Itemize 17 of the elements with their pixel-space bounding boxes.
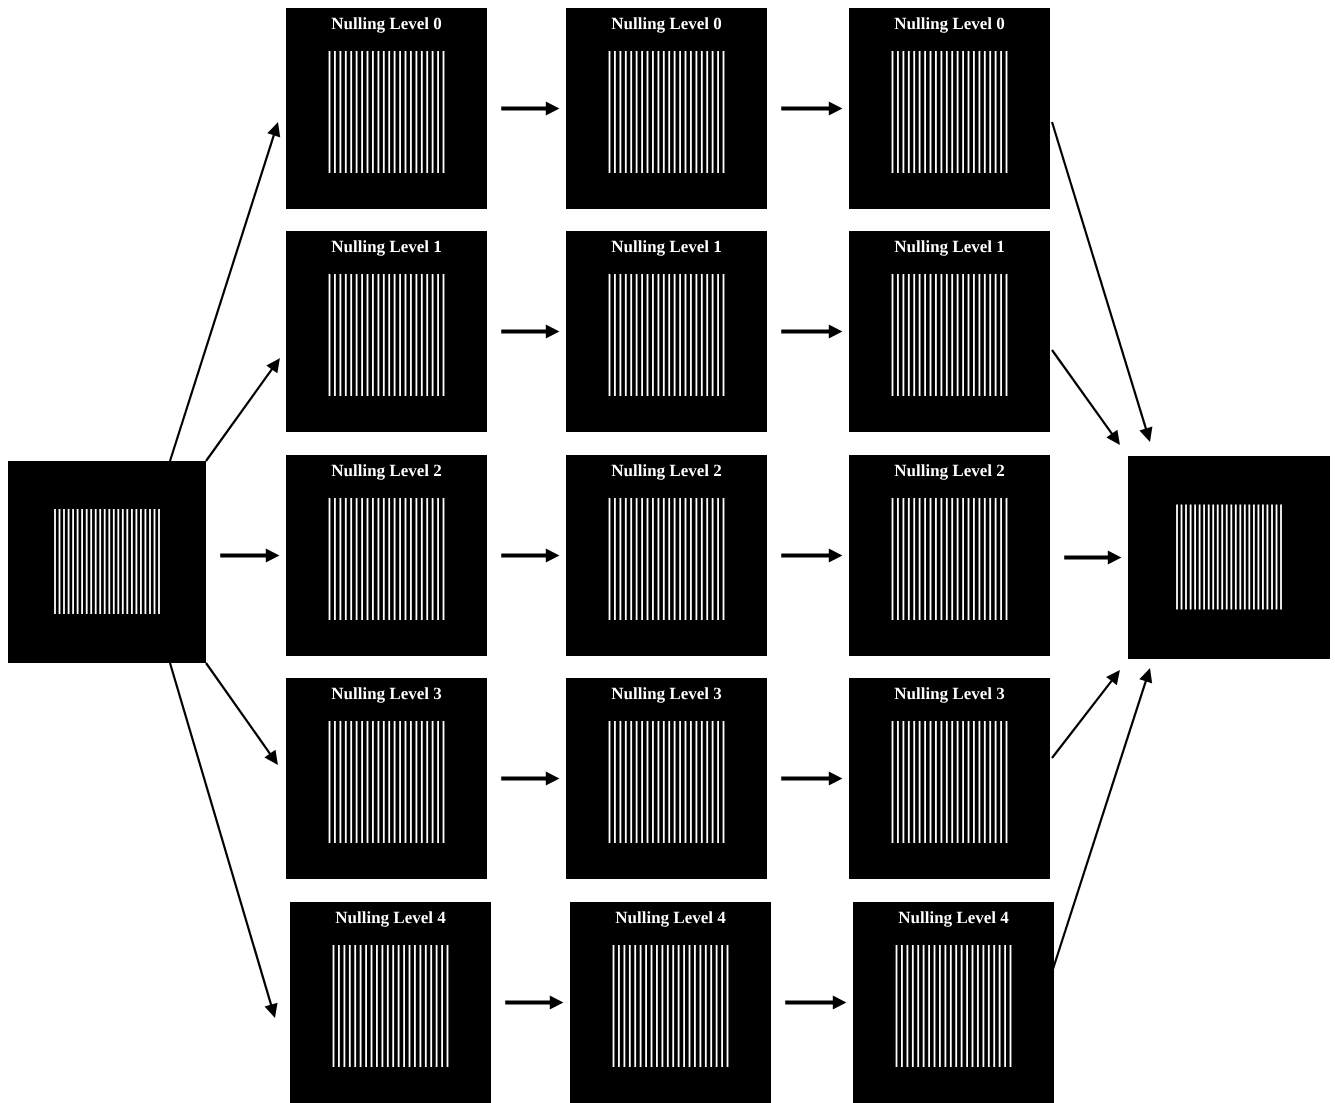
stimulus-panel: Nulling Level 2 [566, 455, 767, 656]
stimulus-panel: Nulling Level 4 [290, 902, 491, 1103]
stimulus-panel: Nulling Level 1 [849, 231, 1050, 432]
grating-picture [1128, 456, 1330, 659]
stimulus-panel: Nulling Level 1 [566, 231, 767, 432]
stimulus-panel: Nulling Level 2 [286, 455, 487, 656]
stimulus-panel: Nulling Level 0 [566, 8, 767, 209]
stimulus-panel: Nulling Level 3 [566, 678, 767, 879]
stimulus-panel: Nulling Level 1 [286, 231, 487, 432]
stimulus-panel: Nulling Level 0 [849, 8, 1050, 209]
stimulus-panel: Nulling Level 4 [570, 902, 771, 1103]
stimulus-panel: Nulling Level 0 [286, 8, 487, 209]
stimulus-panel: Nulling Level 3 [849, 678, 1050, 879]
stimulus-panel: Nulling Level 4 [853, 902, 1054, 1103]
stimulus-panel: Nulling Level 3 [286, 678, 487, 879]
stimulus-panel: Nulling Level 2 [849, 455, 1050, 656]
grating-picture [8, 461, 206, 663]
